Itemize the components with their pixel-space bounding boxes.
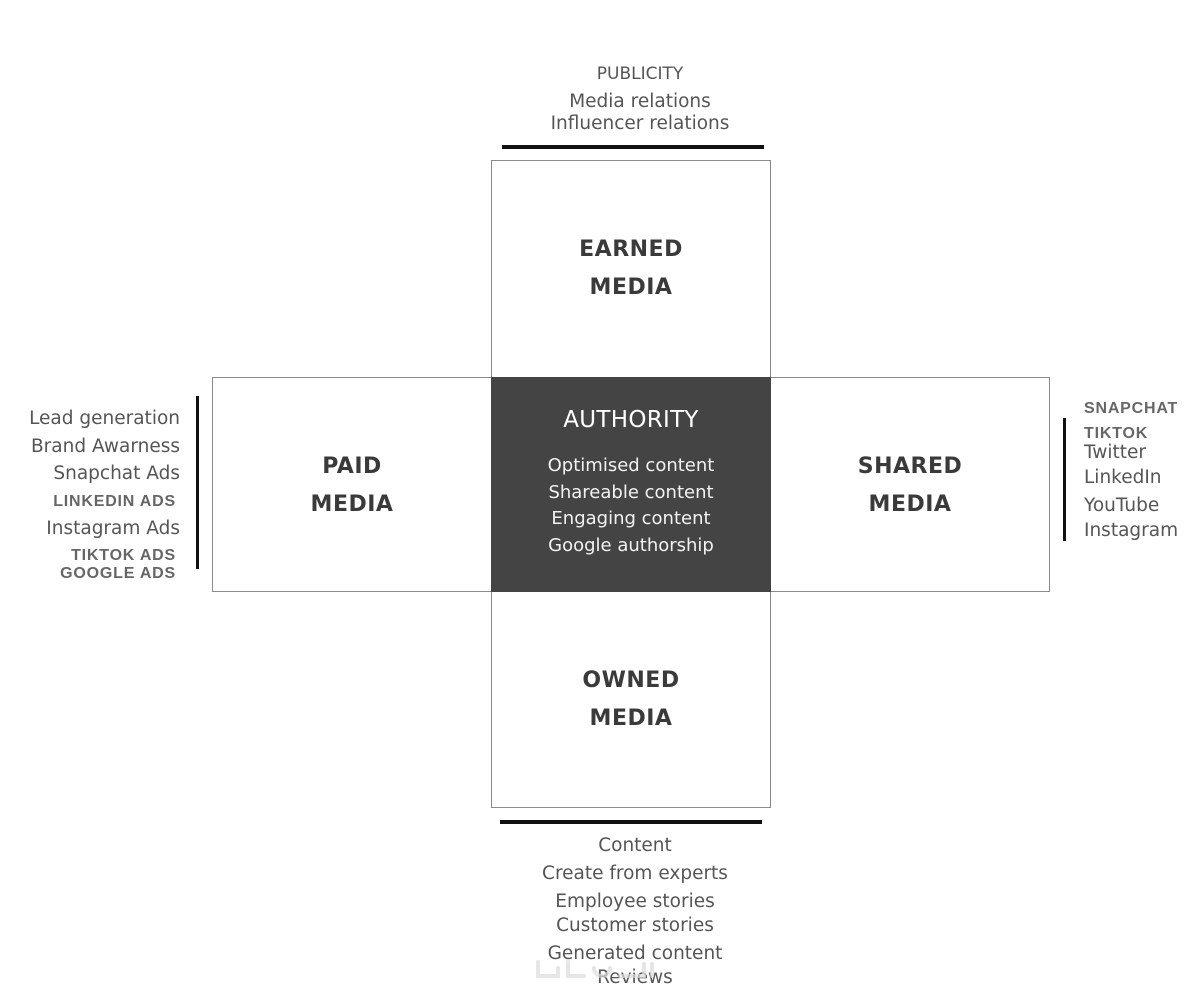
authority-item: Shareable content [548,481,714,503]
earned-media-box: EARNED MEDIA [491,160,771,378]
shared-list-item: Instagram [1084,520,1179,541]
authority-item: Google authorship [548,534,714,556]
shared-list-item: SNAPCHAT [1084,400,1179,417]
shared-list-item: Twitter [1084,442,1147,463]
shared-media-title-line1: SHARED [857,454,963,479]
authority-item: Engaging content [551,508,711,529]
authority-title: AUTHORITY [563,407,699,433]
earned-list-item: PUBLICITY [596,64,684,84]
paid-list-item: GOOGLE ADS [60,565,176,582]
owned-media-list: Content Create from experts Employee sto… [470,835,800,995]
owned-media-box: OWNED MEDIA [491,591,771,808]
paid-media-title-line1: PAID [322,454,382,479]
owned-list-item: Employee stories [555,891,715,912]
shared-list-item: YouTube [1084,495,1160,516]
shared-media-box: SHARED MEDIA [770,377,1050,592]
paid-media-list: Lead generation Brand Awarness Snapchat … [0,408,180,588]
earned-divider [502,145,764,149]
paid-media-box: PAID MEDIA [212,377,492,592]
paid-list-item: Brand Awarness [30,436,180,457]
paid-media-title-line2: MEDIA [310,492,394,517]
authority-box: AUTHORITY Optimised content Shareable co… [491,377,771,592]
earned-media-title-line1: EARNED [579,237,683,262]
paid-list-item: TIKTOK ADS [71,547,176,564]
paid-list-item: LINKEDIN ADS [53,493,176,510]
paid-list-item: Lead generation [29,408,180,429]
earned-media-title-line2: MEDIA [589,275,673,300]
owned-list-item: Create from experts [542,863,728,884]
authority-item: Optimised content [547,455,715,476]
owned-list-item: Generated content [547,943,723,964]
shared-list-item: LinkedIn [1084,467,1162,488]
watermark-logo [528,958,668,984]
owned-list-item: Content [598,835,672,856]
earned-media-list: PUBLICITY Media relations Influencer rel… [480,64,800,144]
paid-list-item: Snapchat Ads [53,463,180,484]
owned-divider [500,820,762,824]
shared-media-list: SNAPCHAT TIKTOK Twitter LinkedIn YouTube… [1084,398,1198,548]
shared-divider [1063,418,1066,541]
shared-media-title-line2: MEDIA [868,492,952,517]
paid-list-item: Instagram Ads [46,518,180,539]
earned-list-item: Media relations [569,91,711,112]
owned-list-item: Customer stories [556,915,714,936]
owned-media-title-line1: OWNED [582,668,680,693]
shared-list-item: TIKTOK [1084,425,1149,442]
earned-list-item: Influencer relations [550,113,730,134]
owned-media-title-line2: MEDIA [589,706,673,731]
paid-divider [196,396,199,569]
